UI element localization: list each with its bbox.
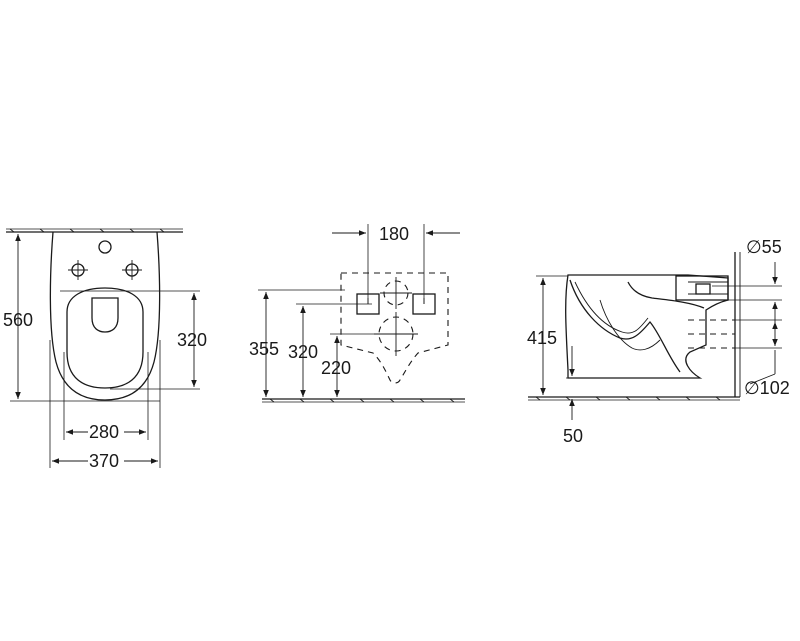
side-offset-label: 50 (563, 426, 583, 446)
front-inner-width-label: 280 (89, 422, 119, 442)
side-view: 415 50 ∅55 ∅102 (527, 237, 790, 446)
front-wall-hatch (6, 228, 183, 233)
front-view: 560 320 280 370 (3, 228, 207, 471)
rear-height-label: 355 (249, 339, 279, 359)
rear-outlet-height-label: 220 (321, 358, 351, 378)
side-inlet-connector (695, 283, 711, 295)
side-inlet-spigot (675, 275, 729, 301)
side-bowl-outline (565, 274, 729, 379)
rear-bowl-outline (340, 272, 449, 384)
side-outlet-diameter-label: ∅102 (744, 378, 790, 398)
front-height-label: 560 (3, 310, 33, 330)
front-inlet-hole (98, 240, 112, 254)
rear-bolt-spacing-label: 180 (379, 224, 409, 244)
front-seat-height-label: 320 (177, 330, 207, 350)
front-fixing-hole-left (68, 260, 88, 280)
side-bowl-inner-curve (574, 281, 649, 334)
rear-floor-hatch (262, 398, 465, 403)
side-height-label: 415 (527, 328, 557, 348)
front-bowl-outline (49, 231, 161, 401)
front-hinge-tab (91, 297, 119, 333)
front-fixing-hole-right (122, 260, 142, 280)
side-inlet-diameter-label: ∅55 (746, 237, 782, 257)
front-outer-width-label: 370 (89, 451, 119, 471)
side-trap-curve (627, 281, 705, 309)
rear-view: 180 355 320 220 (249, 224, 465, 403)
rear-bolt-height-label: 320 (288, 342, 318, 362)
side-floor-hatch (528, 396, 740, 401)
side-bowl-cavity (569, 279, 681, 373)
front-seat-outline (66, 287, 144, 389)
